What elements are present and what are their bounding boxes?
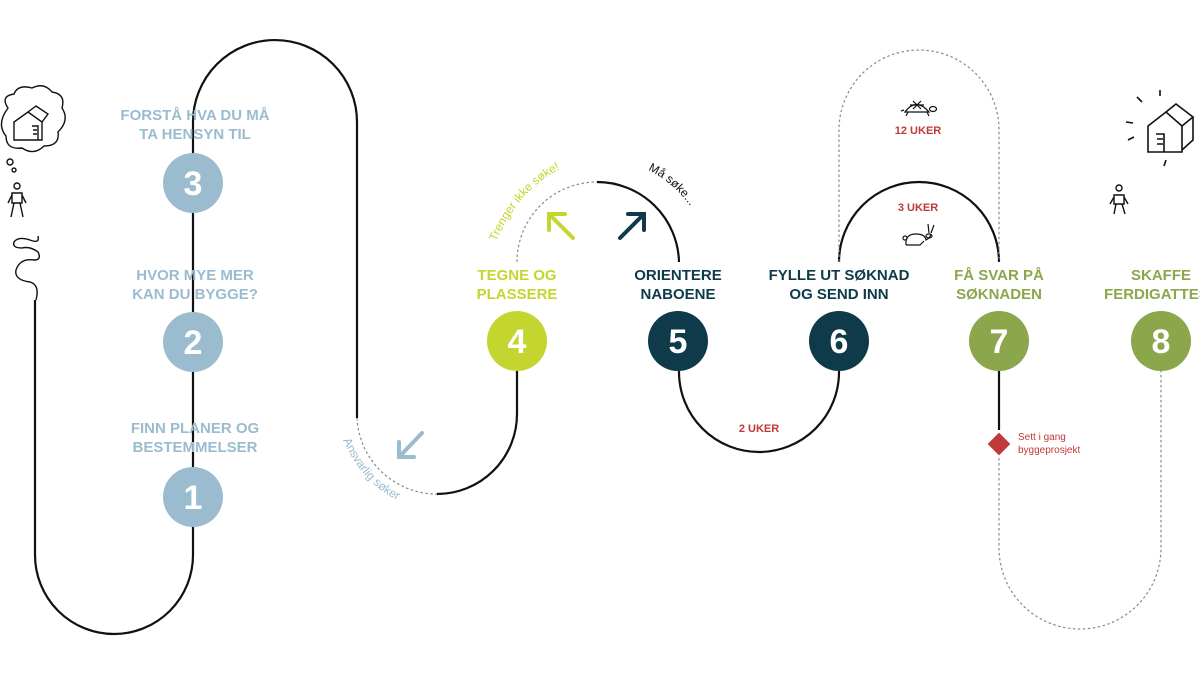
- svg-text:8: 8: [1152, 323, 1171, 361]
- step-label-2: HVOR MYE MER KAN DU BYGGE?: [132, 267, 258, 303]
- svg-text:3: 3: [184, 165, 203, 203]
- svg-text:PLASSERE: PLASSERE: [477, 286, 558, 303]
- alternate-paths: [356, 49, 1162, 630]
- step-circle-8: 8: [1131, 311, 1191, 371]
- step-label-6: FYLLE UT SØKNAD OG SEND INN: [769, 267, 910, 303]
- svg-text:HVOR MYE MER: HVOR MYE MER: [136, 267, 254, 284]
- arrow-icon: [618, 212, 646, 240]
- svg-text:SØKNADEN: SØKNADEN: [956, 286, 1042, 303]
- step-label-8: SKAFFE FERDIGATTEST: [1104, 267, 1200, 303]
- svg-text:6: 6: [830, 323, 849, 361]
- svg-text:FÅ SVAR PÅ: FÅ SVAR PÅ: [954, 267, 1044, 284]
- svg-text:KAN DU BYGGE?: KAN DU BYGGE?: [132, 286, 258, 303]
- svg-text:OG SEND INN: OG SEND INN: [789, 286, 888, 303]
- step-circle-3: 3: [163, 153, 223, 213]
- step-circle-7: 7: [969, 311, 1029, 371]
- svg-text:ORIENTERE: ORIENTERE: [634, 267, 722, 284]
- svg-text:4: 4: [508, 323, 527, 361]
- step-label-3: FORSTÅ HVA DU MÅ TA HENSYN TIL: [120, 107, 269, 143]
- diamond-icon: [987, 432, 1011, 456]
- svg-text:Sett i gang: Sett i gang: [1018, 432, 1066, 443]
- duration-3-weeks: 3 UKER: [898, 202, 938, 214]
- svg-text:2: 2: [184, 324, 203, 362]
- arrow-icon: [397, 431, 424, 459]
- process-path: [33, 38, 1001, 636]
- house-thought-icon: [0, 85, 66, 173]
- step-circle-4: 4: [487, 311, 547, 371]
- step-label-5: ORIENTERE NABOENE: [634, 267, 722, 303]
- svg-text:5: 5: [669, 323, 688, 361]
- step-circle-2: 2: [163, 312, 223, 372]
- duration-12-weeks: 12 UKER: [895, 125, 942, 137]
- step-circle-6: 6: [809, 311, 869, 371]
- svg-text:SKAFFE: SKAFFE: [1131, 267, 1191, 284]
- svg-text:FYLLE UT SØKNAD: FYLLE UT SØKNAD: [769, 267, 910, 284]
- svg-text:7: 7: [990, 323, 1009, 361]
- duration-2-weeks: 2 UKER: [739, 423, 779, 435]
- svg-text:NABOENE: NABOENE: [640, 286, 715, 303]
- house-shining-icon: [1125, 90, 1195, 167]
- svg-text:BESTEMMELSER: BESTEMMELSER: [132, 439, 257, 456]
- svg-text:TEGNE OG: TEGNE OG: [477, 267, 556, 284]
- svg-text:1: 1: [184, 479, 203, 517]
- ma-soke-label: Må søke...: [647, 160, 699, 208]
- ansvarlig-soker-label: Ansvarlig søker: [340, 435, 402, 502]
- svg-text:byggeprosjekt: byggeprosjekt: [1018, 445, 1080, 456]
- step-circle-5: 5: [648, 311, 708, 371]
- step-label-1: FINN PLANER OG BESTEMMELSER: [131, 420, 259, 456]
- milestone: Sett i gang byggeprosjekt: [987, 432, 1080, 456]
- rabbit-icon: [902, 223, 935, 246]
- svg-text:FINN PLANER OG: FINN PLANER OG: [131, 420, 259, 437]
- person-icon: [1109, 184, 1129, 215]
- svg-text:TA HENSYN TIL: TA HENSYN TIL: [139, 126, 251, 143]
- step-circle-1: 1: [163, 467, 223, 527]
- scribble-icon: [12, 235, 41, 301]
- arrow-icon: [547, 212, 575, 240]
- turtle-icon: [900, 100, 938, 117]
- svg-text:FORSTÅ HVA DU MÅ: FORSTÅ HVA DU MÅ: [120, 107, 269, 124]
- step-label-4: TEGNE OG PLASSERE: [477, 267, 558, 303]
- person-icon: [7, 182, 27, 218]
- svg-text:FERDIGATTEST: FERDIGATTEST: [1104, 286, 1200, 303]
- step-label-7: FÅ SVAR PÅ SØKNADEN: [954, 267, 1044, 303]
